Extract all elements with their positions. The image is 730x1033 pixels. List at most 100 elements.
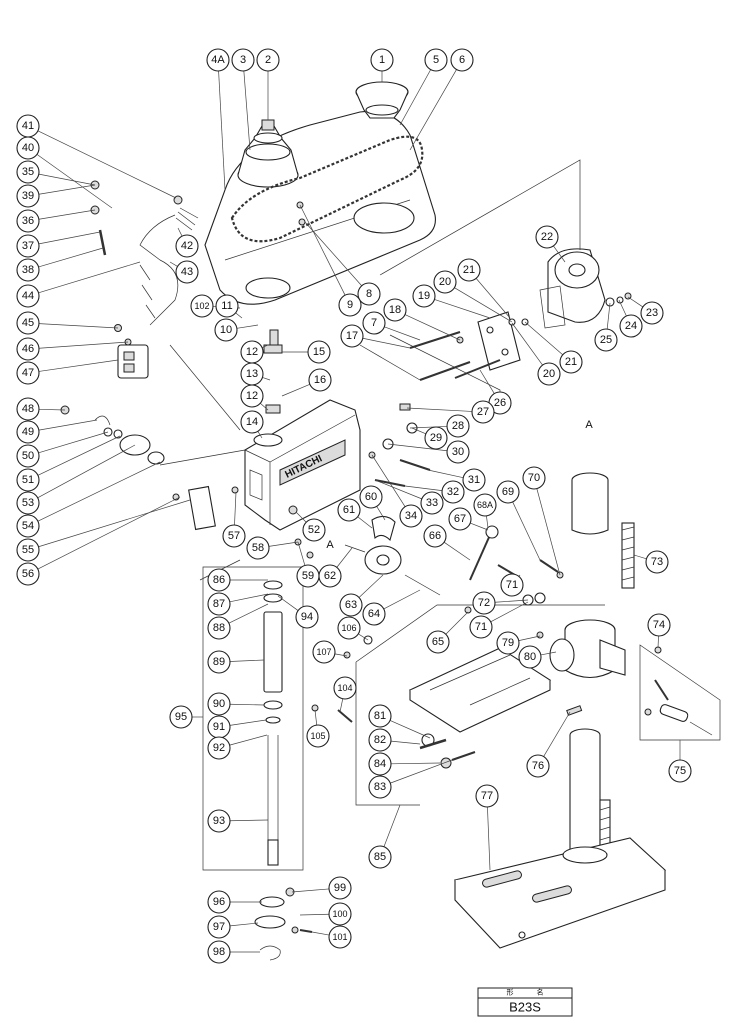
callout-part-38: 38 [16, 258, 40, 282]
callout-part-83: 83 [368, 775, 392, 799]
callout-number: 100 [332, 909, 347, 919]
leader-line [336, 547, 353, 568]
callout-part-62: 62 [318, 564, 342, 588]
callout-part-57: 57 [222, 524, 246, 548]
callout-number: 17 [346, 330, 358, 342]
callout-circle [318, 564, 342, 588]
callout-part-23: 23 [640, 301, 664, 325]
callout-part-10: 10 [214, 318, 238, 342]
callout-part-12: 12 [240, 340, 264, 364]
callout-circle [537, 362, 561, 386]
leader-line [357, 516, 373, 529]
callout-circle [333, 676, 357, 700]
leader-line [37, 444, 136, 499]
callout-number: 94 [301, 611, 313, 623]
callout-circle [231, 48, 255, 72]
callout-circle [362, 311, 386, 335]
callout-circle [16, 136, 40, 160]
callout-number: 6 [459, 54, 465, 66]
leader-line [627, 296, 644, 308]
callout-part-27: 27 [471, 400, 495, 424]
callout-part-92: 92 [207, 736, 231, 760]
callout-number: 2 [265, 54, 271, 66]
callout-part-43: 43 [175, 260, 199, 284]
callout-number: 14 [246, 416, 258, 428]
callout-circle [462, 468, 486, 492]
leader-line [37, 461, 161, 522]
leader-line [358, 633, 369, 641]
callout-circle [328, 876, 352, 900]
callout-number: 15 [313, 346, 325, 358]
callout-part-50: 50 [16, 444, 40, 468]
leader-line [358, 574, 384, 598]
callout-number: 72 [478, 597, 490, 609]
callout-part-49: 49 [16, 420, 40, 444]
leader-line [406, 407, 473, 412]
callout-number: 10 [220, 324, 232, 336]
callout-number: 52 [308, 524, 320, 536]
callout-number: 98 [213, 946, 225, 958]
callout-part-98: 98 [207, 940, 231, 964]
leader-line [475, 278, 511, 319]
callout-number: 79 [502, 637, 514, 649]
leader-line [236, 324, 259, 329]
callout-circle [16, 258, 40, 282]
callout-part-13: 13 [240, 362, 264, 386]
callout-part-8: 8 [357, 282, 381, 306]
callout-number: 18 [389, 304, 401, 316]
callout-circle [446, 440, 470, 464]
callout-number: 30 [452, 446, 464, 458]
callout-part-91: 91 [207, 715, 231, 739]
callout-part-30: 30 [446, 440, 470, 464]
callout-part-73: 73 [645, 550, 669, 574]
callout-part-75: 75 [668, 759, 692, 783]
leader-line [387, 443, 448, 452]
leader-line [389, 720, 431, 739]
callout-part-65: 65 [426, 630, 450, 654]
callout-number: 12 [246, 390, 258, 402]
callout-number: 89 [213, 656, 225, 668]
leader-line [177, 227, 183, 237]
callout-circle [207, 809, 231, 833]
leader-line [297, 541, 306, 566]
leader-line [374, 479, 422, 500]
callout-number: 88 [213, 622, 225, 634]
callout-part-37: 37 [16, 234, 40, 258]
callout-circle [16, 284, 40, 308]
callout-circle [412, 284, 436, 308]
table-lever [654, 679, 713, 736]
callout-circle [496, 631, 520, 655]
callout-number: 9 [347, 299, 353, 311]
group-brackets [159, 159, 721, 871]
callout-circle [175, 234, 199, 258]
callout-part-24: 24 [619, 314, 643, 338]
callout-circle [240, 410, 264, 434]
callout-circle [207, 736, 231, 760]
callout-circle [16, 420, 40, 444]
section-marker-a-top: A [585, 419, 593, 431]
callout-circle [214, 318, 238, 342]
leader-line [454, 287, 513, 323]
callout-number: 66 [429, 530, 441, 542]
callout-number: 70 [528, 472, 540, 484]
callout-number: 60 [365, 491, 377, 503]
motor [539, 248, 606, 329]
callout-part-5: 5 [424, 48, 448, 72]
callout-circle [522, 466, 546, 490]
callout-circle [16, 468, 40, 492]
callout-number: 73 [651, 556, 663, 568]
leader-line [334, 653, 348, 657]
callout-circle [359, 485, 383, 509]
callout-part-68a: 68A [473, 493, 497, 517]
leader-line [536, 488, 561, 576]
leader-line [445, 611, 469, 635]
leader-line [277, 595, 299, 611]
callout-part-12: 12 [240, 384, 264, 408]
callout-part-106: 106 [337, 616, 361, 640]
callout-number: 71 [506, 579, 518, 591]
callout-circle [207, 940, 231, 964]
callout-number: 53 [22, 497, 34, 509]
callout-circle [16, 160, 40, 184]
callout-circle [16, 444, 40, 468]
